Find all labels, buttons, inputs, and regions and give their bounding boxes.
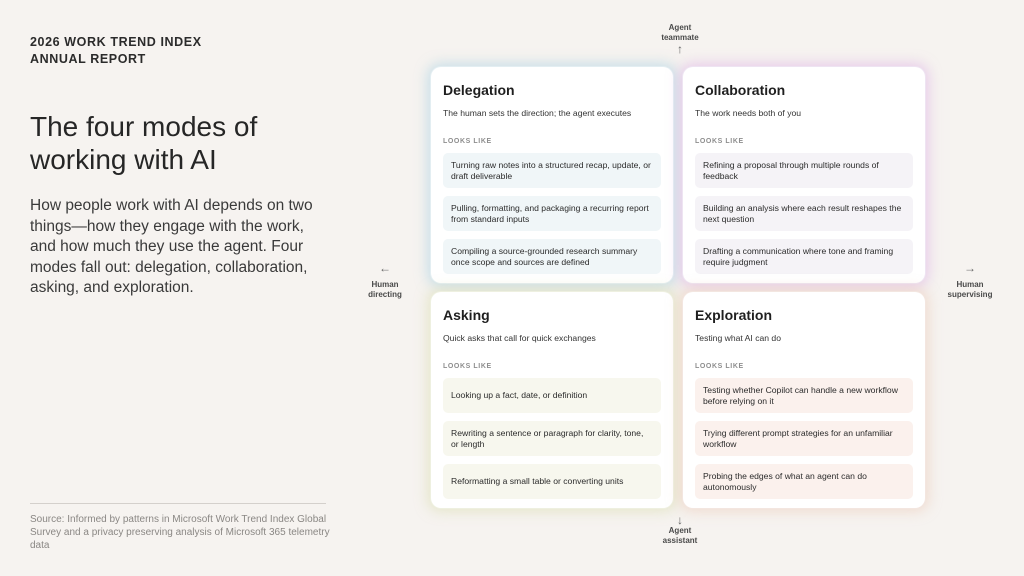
quadrant-title: Exploration <box>695 307 773 323</box>
axis-right-line1: Human <box>956 280 984 289</box>
source-divider <box>30 503 326 504</box>
quadrant-description: Testing what AI can do <box>695 333 781 343</box>
example-item: Rewriting a sentence or paragraph for cl… <box>443 421 661 456</box>
report-title: 2026 WORK TREND INDEX ANNUAL REPORT <box>30 34 330 68</box>
axis-label-bottom: ↓ Agent assistant <box>652 514 708 546</box>
axis-label-left: ← Human directing <box>358 262 412 300</box>
axis-label-top: Agent teammate ↑ <box>652 23 708 55</box>
example-item: Turning raw notes into a structured reca… <box>443 153 661 188</box>
arrow-right-icon: → <box>964 261 976 275</box>
quadrant-description: The human sets the direction; the agent … <box>443 108 632 118</box>
axis-bottom-line1: Agent <box>668 526 692 535</box>
report-title-line2: ANNUAL REPORT <box>30 52 146 66</box>
quadrant-collaboration: Collaboration The work needs both of you… <box>683 67 925 283</box>
example-item: Drafting a communication where tone and … <box>695 239 913 274</box>
page-title-line1: The four modes of <box>30 111 258 142</box>
arrow-left-icon: ← <box>379 261 391 275</box>
arrow-up-icon: ↑ <box>677 42 683 56</box>
intro-paragraph: How people work with AI depends on two t… <box>30 197 313 296</box>
example-item: Trying different prompt strategies for a… <box>695 421 913 456</box>
quadrant-exploration: Exploration Testing what AI can do LOOKS… <box>683 292 925 508</box>
example-item: Testing whether Copilot can handle a new… <box>695 378 913 413</box>
source-note: Source: Informed by patterns in Microsof… <box>30 514 330 551</box>
page-title: The four modes of working with AI <box>30 110 330 176</box>
quadrant-title: Collaboration <box>695 82 786 98</box>
looks-like-label: LOOKS LIKE <box>695 138 744 145</box>
quadrant-description: Quick asks that call for quick exchanges <box>443 333 596 343</box>
left-panel: 2026 WORK TREND INDEX ANNUAL REPORT The … <box>30 34 330 299</box>
report-title-line1: 2026 WORK TREND INDEX <box>30 35 202 49</box>
example-item: Reformatting a small table or converting… <box>443 464 661 499</box>
quadrant-title: Delegation <box>443 82 515 98</box>
axis-left-line1: Human <box>371 280 399 289</box>
quadrant-title: Asking <box>443 307 490 323</box>
axis-label-right: → Human supervising <box>942 262 998 300</box>
axis-top-line1: Agent <box>668 23 692 32</box>
example-item: Refining a proposal through multiple rou… <box>695 153 913 188</box>
axis-right-line2: supervising <box>947 290 993 299</box>
axis-bottom-line2: assistant <box>662 536 698 545</box>
axis-top-line2: teammate <box>661 33 699 42</box>
quadrant-description: The work needs both of you <box>695 108 802 118</box>
quadrant-asking: Asking Quick asks that call for quick ex… <box>431 292 673 508</box>
page-title-line2: working with AI <box>30 144 217 175</box>
example-item: Probing the edges of what an agent can d… <box>695 464 913 499</box>
axis-left-line2: directing <box>368 290 402 299</box>
quadrant-delegation: Delegation The human sets the direction;… <box>431 67 673 283</box>
looks-like-label: LOOKS LIKE <box>695 363 744 370</box>
example-item: Looking up a fact, date, or definition <box>443 378 661 413</box>
example-item: Compiling a source-grounded research sum… <box>443 239 661 274</box>
arrow-down-icon: ↓ <box>677 513 683 527</box>
looks-like-label: LOOKS LIKE <box>443 138 492 145</box>
looks-like-label: LOOKS LIKE <box>443 363 492 370</box>
example-item: Building an analysis where each result r… <box>695 196 913 231</box>
example-item: Pulling, formatting, and packaging a rec… <box>443 196 661 231</box>
